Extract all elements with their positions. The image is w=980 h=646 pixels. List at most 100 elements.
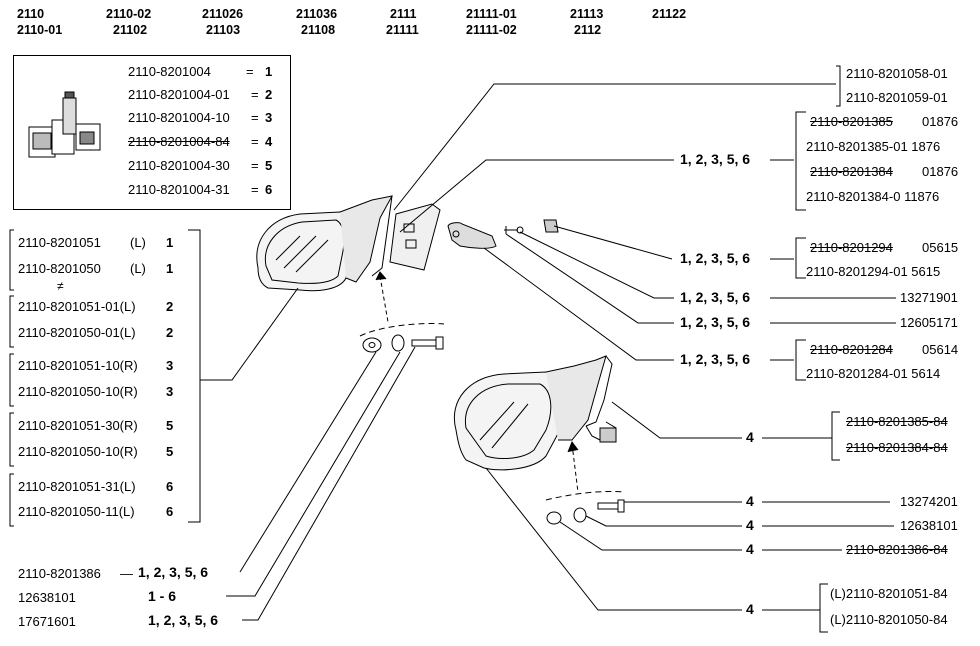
part-code-superseded: 2110-8201284 (810, 342, 893, 357)
part-code-superseded: 2110-8201385 (810, 114, 893, 129)
part-code: 2110-8201058-01 (846, 66, 948, 81)
applicability: 1 - 6 (148, 588, 177, 604)
applicability: 1, 2, 3, 5, 6 (680, 151, 751, 167)
legend-code: 2110-8201004-31 (128, 182, 230, 197)
part-code-superseded: 2110-8201385-84 (846, 414, 948, 429)
legend-eq: = (251, 87, 259, 102)
part-code: 13271901 (900, 290, 958, 305)
part-num: 6 (166, 504, 174, 519)
left-mirror-illustration (256, 195, 559, 292)
part-code-superseded: 2110-8201294 (810, 240, 893, 255)
part-suffix: 01876 (922, 164, 959, 179)
legend-eq: = (251, 134, 259, 149)
legend-num: 3 (265, 110, 273, 125)
legend-code: 2110-8201004-10 (128, 110, 230, 125)
left-fasteners (359, 323, 445, 353)
legend-box (13, 55, 291, 210)
part-code: 2110-8201050-10(R) (18, 444, 138, 459)
applicability: 1, 2, 3, 5, 6 (680, 289, 751, 305)
part-code: 2110-8201385-01 1876 (806, 139, 941, 154)
model-code: 211036 (296, 7, 338, 21)
legend-num: 2 (265, 87, 273, 102)
legend-eq: = (246, 64, 254, 79)
part-num: 5 (166, 418, 174, 433)
model-code: 2110-02 (106, 7, 152, 21)
part-code: 2110-8201050 (18, 261, 101, 276)
part-code: 2110-8201059-01 (846, 90, 948, 105)
applicability: 4 (746, 517, 754, 533)
applicability: 4 (746, 493, 754, 509)
part-code: 13274201 (900, 494, 958, 509)
model-code: 21103 (206, 23, 241, 37)
model-code: 21111 (386, 23, 419, 37)
part-suffix: 01876 (922, 114, 959, 129)
part-num: 1 (166, 261, 174, 276)
model-code: 21102 (113, 23, 148, 37)
part-num: 2 (166, 325, 174, 340)
part-code-superseded: 2110-8201386-84 (846, 542, 948, 557)
legend-code-superseded: 2110-8201004-84 (128, 134, 230, 149)
part-num: 3 (166, 358, 174, 373)
applicability: 1, 2, 3, 5, 6 (138, 564, 209, 580)
model-code: 21111-02 (466, 23, 517, 37)
part-code: 2110-8201386 (18, 566, 101, 581)
model-code: 21122 (652, 7, 687, 21)
part-code: 17671601 (18, 614, 76, 629)
legend-eq: = (251, 182, 259, 197)
part-code: 12638101 (900, 518, 958, 533)
part-code: 2110-8201050-10(R) (18, 384, 138, 399)
part-num: 5 (166, 444, 174, 459)
part-num: 1 (166, 235, 174, 250)
part-side: (L) (130, 261, 146, 276)
part-code: 2110-8201051 (18, 235, 101, 250)
legend-eq: = (251, 158, 259, 173)
part-code-superseded: 2110-8201384 (810, 164, 893, 179)
not-equal-mark: ≠ (57, 279, 64, 293)
part-code: 2110-8201284-01 5614 (806, 366, 941, 381)
part-code: 2110-8201294-01 5615 (806, 264, 941, 279)
part-code: 2110-8201051-10(R) (18, 358, 138, 373)
legend-num: 4 (265, 134, 273, 149)
part-code: 2110-8201051-31(L) (18, 479, 136, 494)
legend-code: 2110-8201004 (128, 64, 211, 79)
part-code: 2110-8201050-11(L) (18, 504, 135, 519)
part-code: 2110-8201384-0 11876 (806, 189, 940, 204)
part-code: 12605171 (900, 315, 958, 330)
part-code: 12638101 (18, 590, 76, 605)
legend-num: 6 (265, 182, 273, 197)
part-code: (L)2110-8201050-84 (830, 612, 948, 627)
part-suffix: 05615 (922, 240, 959, 255)
part-suffix: 05614 (922, 342, 959, 357)
model-code: 21108 (301, 23, 336, 37)
model-code: 21113 (570, 7, 604, 21)
leader-dash: — (120, 566, 133, 581)
part-code: 2110-8201051-30(R) (18, 418, 138, 433)
part-side: (L) (130, 235, 146, 250)
repair-kit-icon (28, 91, 101, 158)
applicability: 1, 2, 3, 5, 6 (680, 314, 751, 330)
part-code-superseded: 2110-8201384-84 (846, 440, 948, 455)
model-code: 211026 (202, 7, 244, 21)
model-code: 21111-01 (466, 7, 517, 21)
legend-num: 5 (265, 158, 273, 173)
right-fasteners (545, 491, 625, 525)
part-num: 6 (166, 479, 174, 494)
applicability: 1, 2, 3, 5, 6 (680, 351, 751, 367)
model-code: 2110 (17, 7, 45, 21)
applicability: 1, 2, 3, 5, 6 (148, 612, 219, 628)
right-mirror-illustration (453, 355, 617, 471)
applicability: 1, 2, 3, 5, 6 (680, 250, 751, 266)
part-code: (L)2110-8201051-84 (830, 586, 948, 601)
legend-eq: = (251, 110, 259, 125)
legend-code: 2110-8201004-01 (128, 87, 230, 102)
part-num: 2 (166, 299, 174, 314)
legend-num: 1 (265, 64, 273, 79)
part-code: 2110-8201050-01(L) (18, 325, 136, 340)
model-code: 2111 (390, 7, 417, 21)
model-code: 2112 (574, 23, 602, 37)
model-code: 2110-01 (17, 23, 63, 37)
applicability: 4 (746, 541, 754, 557)
legend-code: 2110-8201004-30 (128, 158, 230, 173)
applicability: 4 (746, 601, 754, 617)
